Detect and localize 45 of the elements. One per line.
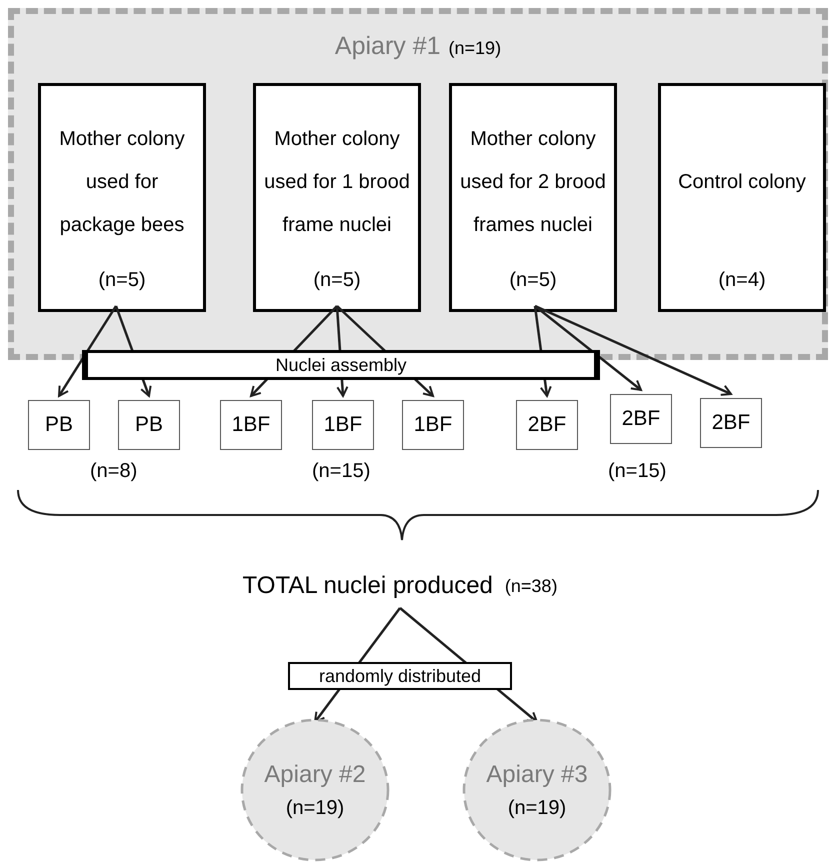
group-panel (8, 8, 828, 360)
nucleus-label: 1BF (414, 412, 452, 438)
colony-box (253, 83, 421, 312)
total-label: TOTAL nuclei produced (242, 571, 493, 601)
nucleus-label: 2BF (622, 406, 660, 432)
count-label: (n=4) (718, 268, 766, 293)
nucleus-box (220, 400, 282, 450)
annotation-label: randomly distributed (318, 664, 482, 688)
group-title: Apiary #1 (334, 31, 441, 62)
annotation-label: Nuclei assembly (275, 354, 407, 377)
count-label: (n=15) (312, 460, 370, 482)
arrow (58, 305, 118, 397)
colony-box (449, 83, 617, 312)
count-label: (n=19) (508, 796, 566, 821)
arrow (534, 304, 732, 396)
apiary-title: Apiary #2 (264, 760, 366, 790)
nucleus-box (118, 400, 180, 450)
nucleus-label: PB (134, 412, 163, 438)
count-label: (n=19) (448, 37, 502, 60)
count-label: (n=5) (313, 268, 361, 293)
count-label: (n=5) (98, 268, 146, 293)
colony-label: Control colony (678, 170, 806, 195)
colony-label: Mother colony used for 1 brood frame nuclei (264, 127, 410, 238)
count-label: (n=8) (90, 460, 138, 482)
nucleus-box (312, 400, 374, 450)
nucleus-box (402, 400, 464, 450)
nucleus-box (28, 400, 90, 450)
nucleus-label: PB (44, 412, 73, 438)
nucleus-label: 2BF (712, 410, 750, 436)
nucleus-label: 1BF (232, 412, 270, 438)
count-label: (n=38) (504, 574, 558, 598)
count-label: (n=15) (608, 460, 666, 482)
colony-label: Mother colony used for 2 brood frames nuclei (460, 127, 606, 238)
nucleus-box (700, 398, 762, 448)
nucleus-box (516, 400, 578, 450)
arrow (534, 305, 642, 391)
nucleus-label: 2BF (528, 412, 566, 438)
colony-label: Mother colony used for package bees (58, 127, 186, 238)
count-label: (n=5) (509, 268, 557, 293)
colony-box (658, 83, 826, 312)
nucleus-label: 1BF (324, 412, 362, 438)
nucleus-box (610, 394, 672, 444)
count-label: (n=19) (286, 796, 344, 821)
colony-box (38, 83, 206, 312)
apiary-title: Apiary #3 (486, 760, 588, 790)
